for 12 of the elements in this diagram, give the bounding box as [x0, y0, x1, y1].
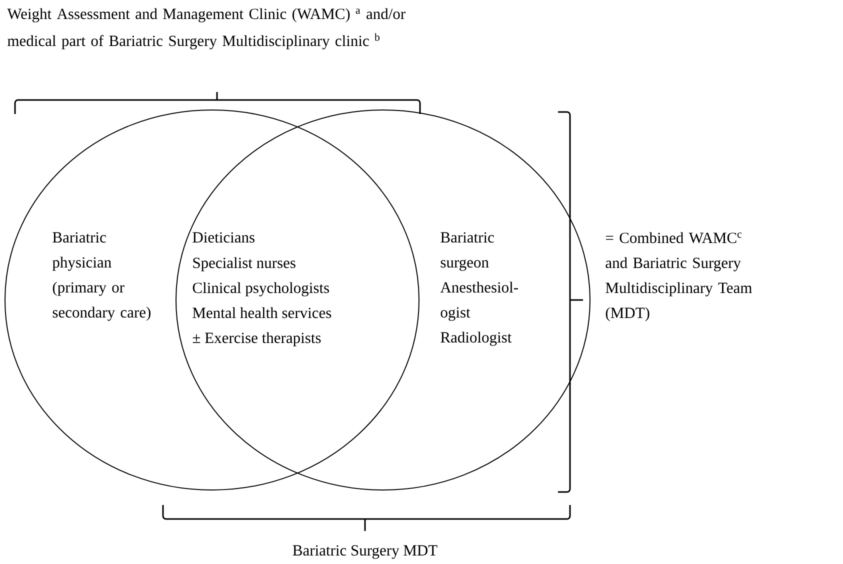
circle: [176, 110, 590, 490]
member-text: Mental health services: [192, 307, 332, 318]
member-text: ± Exercise therapists: [192, 332, 321, 346]
member-text: Dieticians: [192, 232, 254, 243]
bracket-label: Bariatric Surgery MDT: [292, 545, 438, 559]
member-text: Clinical psychologists: [192, 282, 329, 296]
heading: Weight Assessment and Management Clinic (WAMC) $^{a}$ and/or medical part of Bariatric Surgery Multidisciplinary clinic $^{b}$: [7, 8, 406, 50]
member-text: Bariatric physician (primary or secondary care): [52, 232, 150, 321]
circle: [4, 110, 420, 490]
bracket-label: = Combined WAMC$^{c}$ and Bariatric Surgery Multidisciplinary Team (MDT): [606, 232, 752, 322]
member-text: Bariatric surgeon Anesthesiol-ogist Radiologist: [440, 232, 518, 346]
member-text: Specialist nurses: [193, 257, 296, 272]
